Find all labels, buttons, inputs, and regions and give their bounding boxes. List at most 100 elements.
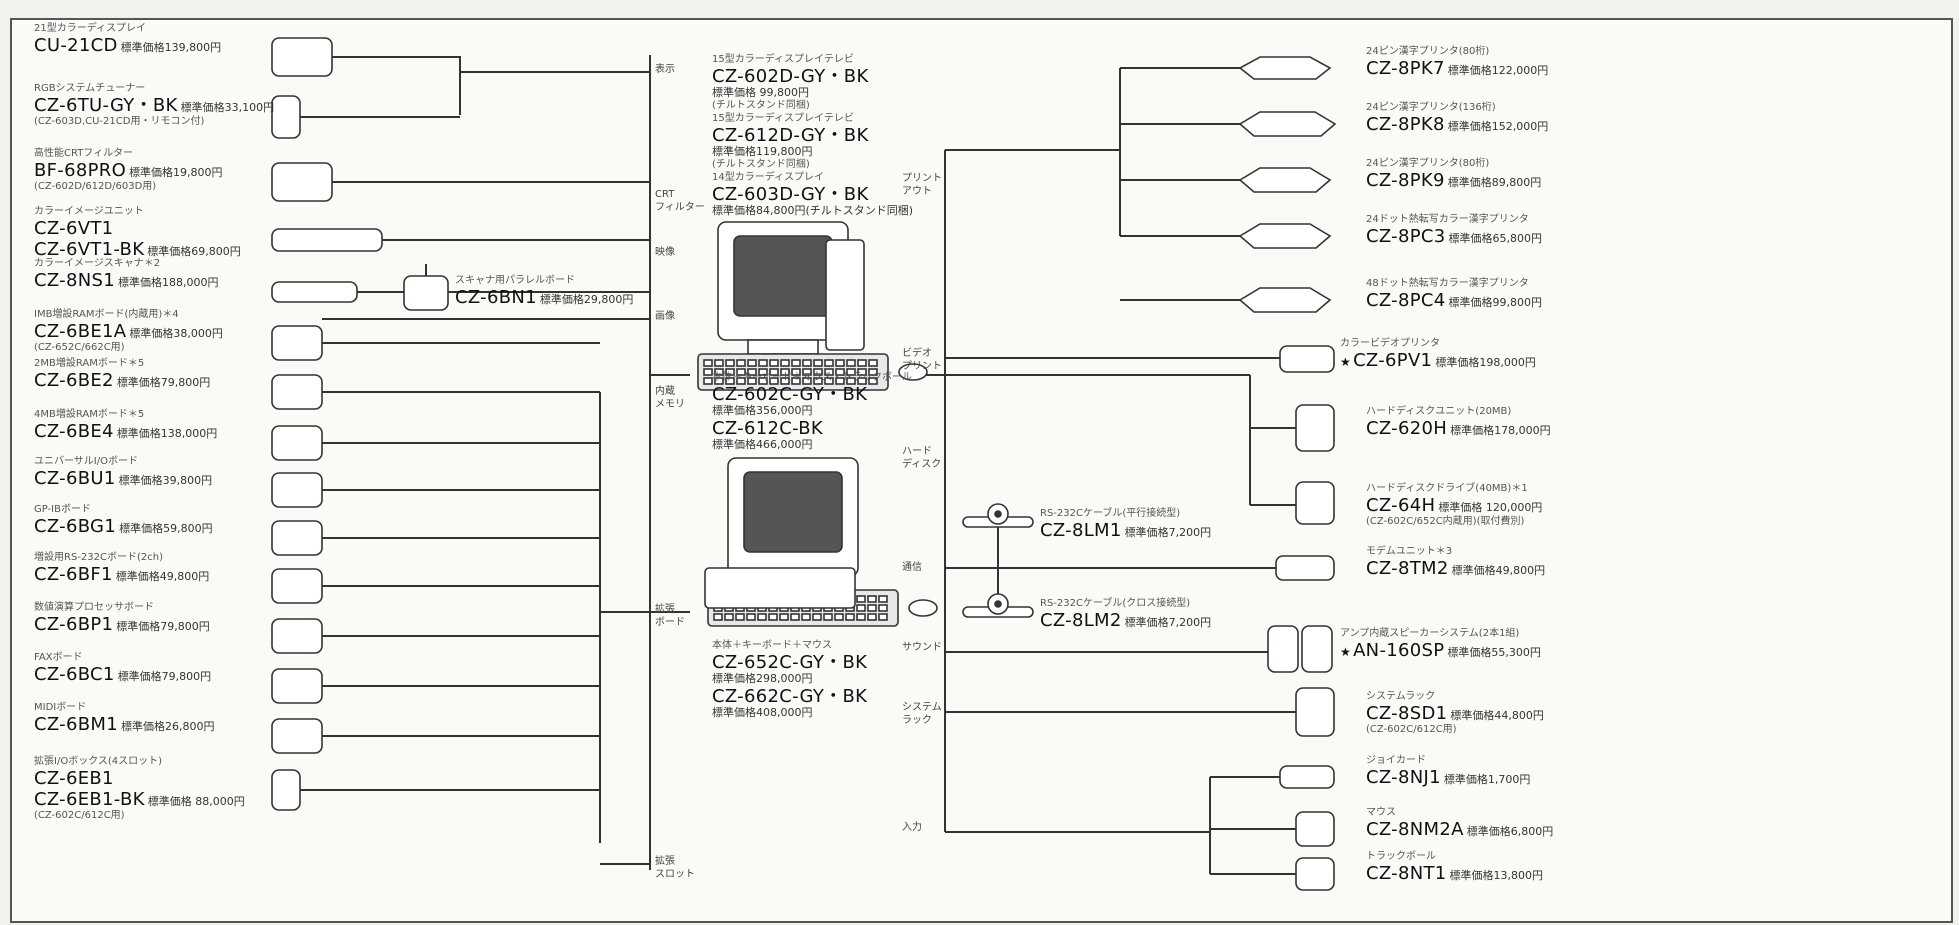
item-caption: 増設用RS-232Cボード(2ch) [34,552,163,563]
price-text: 標準価格33,100円 [180,100,275,114]
price-text: 標準価格122,000円 [1447,63,1549,77]
model-number: CZ-6VT1-BK [34,239,145,261]
item-caption: ハードディスクドライブ(40MB)＊1 [1366,483,1528,494]
model-line: CZ-6EB1 [34,768,245,789]
keyboard-key [868,359,878,367]
model-number: CZ-6EB1-BK [34,789,145,811]
price-text: 標準価格49,800円 [1451,563,1546,577]
keyboard-key [856,595,866,603]
model-number: CZ-602C-GY・BK [712,383,868,405]
keyboard-key [801,613,811,621]
keyboard-key [758,368,768,376]
keyboard-key [802,359,812,367]
model-number: CZ-6EB1 [34,767,114,789]
model-number: CZ-652C-GY・BK [712,651,868,673]
keyboard-key [824,368,834,376]
keyboard-key [835,359,845,367]
item-caption: 14型カラーディスプレイ [712,172,825,183]
keyboard-key [703,359,713,367]
model-number: CZ-602D-GY・BK [712,65,869,87]
device-icon [271,374,323,410]
keyboard-key [779,613,789,621]
model-number: CZ-8LM1 [1040,519,1122,541]
model-number: CZ-6VT1 [34,217,114,239]
model-line: CZ-612D-GY・BK [712,125,869,146]
item-caption: IMB増設RAMボード(内蔵用)＊4 [34,309,179,320]
price-text: 標準価格29,800円 [539,292,634,306]
star-icon: ★ [1340,644,1352,659]
keyboard-key [813,368,823,376]
item-caption: 高性能CRTフィルター [34,148,134,159]
price-text: 標準価格89,800円 [1447,175,1542,189]
price-text: 標準価格 99,800円 [712,86,809,100]
model-line: CZ-6VT1 [34,218,241,239]
model-line: CZ-603D-GY・BK [712,184,913,205]
monitor-screen [743,471,843,553]
model-number: CZ-8PC3 [1366,225,1446,247]
device-icon [271,325,323,361]
keyboard-key [856,613,866,621]
star-icon: ★ [1340,354,1352,369]
keyboard-key [780,359,790,367]
keyboard-key [747,377,757,385]
price-text: 標準価格79,800円 [116,375,211,389]
model-number: CZ-6BN1 [455,286,537,308]
item-caption: 4MB増設RAMボード＊5 [34,409,145,420]
keyboard-key [736,377,746,385]
keyboard-key [736,368,746,376]
model-number: CZ-6BE2 [34,369,114,391]
device-icon [1279,345,1335,373]
monitor-screen [733,235,833,317]
price-text: 標準価格55,300円 [1447,645,1541,659]
price-text: 標準価格188,000円 [117,275,219,289]
item-caption: 24ピン漢字プリンタ(136桁) [1366,102,1496,113]
left-category-label: 拡張 ボード [655,604,685,628]
item-caption: 15型カラーディスプレイテレビ [712,113,854,124]
device-icon [1295,481,1335,525]
cable-icon-cross [962,593,1034,618]
keyboard-key [867,613,877,621]
keyboard-key [834,613,844,621]
model-number: CZ-6BC1 [34,663,115,685]
left-category-label: 拡張 スロット [655,856,695,880]
keyboard-key [769,359,779,367]
model-line: CZ-602C-GY・BK [712,384,912,405]
item-caption: アンプ内蔵スピーカーシステム(2本1組) [1340,628,1520,639]
device-icon [271,228,383,252]
device-icon [271,95,301,139]
item-note: (CZ-602C/612C用) [1366,724,1457,736]
price-text: 標準価格19,800円 [129,165,223,179]
price-text: 標準価格7,200円 [1124,525,1212,539]
model-number: CZ-620H [1366,417,1448,439]
keyboard-key [736,359,746,367]
item-caption: RS-232Cケーブル(平行接続型) [1040,508,1181,519]
model-number: CZ-8PK9 [1366,169,1445,191]
right-category-label: サウンド [902,642,942,653]
left-category-label: 内蔵 メモリ [655,386,685,410]
mouse [898,363,928,381]
